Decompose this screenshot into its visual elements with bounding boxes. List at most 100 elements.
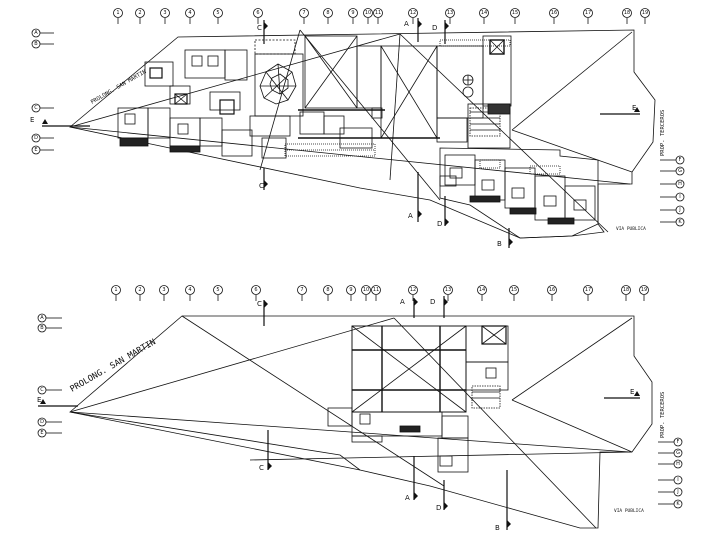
- svg-text:B: B: [497, 240, 502, 248]
- site-boundary-upper: [69, 29, 656, 239]
- svg-text:6: 6: [254, 287, 257, 293]
- svg-text:12: 12: [410, 10, 416, 16]
- svg-text:C: C: [257, 24, 262, 32]
- svg-text:C: C: [259, 464, 264, 472]
- svg-text:19: 19: [641, 287, 647, 293]
- svg-text:6: 6: [256, 10, 259, 16]
- svg-text:2: 2: [138, 287, 141, 293]
- grid-bubbles-top-lower: [111, 285, 649, 301]
- svg-text:K: K: [676, 501, 680, 507]
- svg-text:F: F: [677, 439, 680, 445]
- svg-text:H: H: [676, 461, 680, 467]
- svg-text:8: 8: [326, 287, 329, 293]
- svg-text:17: 17: [585, 287, 591, 293]
- svg-text:18: 18: [623, 287, 629, 293]
- svg-text:A: A: [404, 20, 409, 28]
- svg-text:5: 5: [216, 10, 219, 16]
- svg-text:G: G: [678, 168, 682, 174]
- grid-bubbles-side-upper: [31, 28, 685, 227]
- svg-text:E: E: [40, 430, 43, 436]
- svg-text:A: A: [400, 298, 405, 306]
- svg-text:I: I: [677, 477, 678, 483]
- svg-text:D: D: [430, 298, 435, 306]
- svg-text:15: 15: [512, 10, 518, 16]
- svg-text:A: A: [408, 212, 413, 220]
- svg-text:G: G: [676, 450, 680, 456]
- svg-text:C: C: [40, 387, 44, 393]
- svg-text:7: 7: [302, 10, 305, 16]
- svg-text:1: 1: [116, 10, 119, 16]
- section-labels-lower: C C A A D D B E E: [37, 298, 634, 532]
- svg-text:4: 4: [188, 10, 191, 16]
- svg-text:J: J: [678, 207, 680, 213]
- svg-text:H: H: [678, 181, 682, 187]
- plan-upper: [31, 8, 685, 248]
- svg-text:9: 9: [349, 287, 352, 293]
- row-labels-lower: A B C D E F G H I J K: [40, 315, 680, 507]
- svg-text:14: 14: [481, 10, 487, 16]
- svg-text:11: 11: [373, 287, 379, 293]
- grid-bubbles-top-upper: [113, 8, 650, 24]
- row-labels-upper: A B C D E F G H I J K: [34, 30, 682, 225]
- road-label-lower: VIA PUBLICA: [614, 508, 644, 514]
- svg-text:1: 1: [114, 287, 117, 293]
- central-block-upper: [261, 35, 511, 159]
- svg-text:I: I: [679, 194, 680, 200]
- svg-text:19: 19: [642, 10, 648, 16]
- svg-text:18: 18: [624, 10, 630, 16]
- property-label-lower: PROP. TERCEROS: [660, 392, 666, 438]
- lobby-octagon-upper: [249, 39, 304, 137]
- svg-text:15: 15: [511, 287, 517, 293]
- central-block-lower: [327, 325, 509, 473]
- svg-text:E: E: [630, 388, 634, 396]
- svg-text:A: A: [34, 30, 38, 36]
- svg-text:4: 4: [188, 287, 191, 293]
- svg-text:D: D: [40, 419, 44, 425]
- svg-text:C: C: [259, 182, 264, 190]
- svg-text:J: J: [676, 489, 678, 495]
- road-label-upper: VIA PUBLICA: [616, 226, 646, 232]
- svg-text:C: C: [257, 300, 262, 308]
- svg-text:D: D: [436, 504, 441, 512]
- svg-text:13: 13: [445, 287, 451, 293]
- svg-text:D: D: [432, 24, 437, 32]
- svg-text:7: 7: [300, 287, 303, 293]
- svg-text:B: B: [34, 41, 38, 47]
- svg-text:K: K: [678, 219, 682, 225]
- column-labels-upper: 1 2 3 4 5 6 7 8 9 10 11 12 13 14 15 16 1…: [116, 10, 648, 16]
- section-labels-upper: C C A A D D B E E: [30, 20, 636, 248]
- svg-text:13: 13: [447, 10, 453, 16]
- svg-text:8: 8: [326, 10, 329, 16]
- svg-text:F: F: [679, 157, 682, 163]
- plan-lower: [37, 285, 683, 530]
- svg-text:D: D: [34, 135, 38, 141]
- property-label-upper: PROP. TERCEROS: [660, 110, 666, 156]
- svg-text:16: 16: [549, 287, 555, 293]
- svg-text:E: E: [37, 396, 41, 404]
- svg-text:A: A: [405, 494, 410, 502]
- svg-text:10: 10: [363, 287, 369, 293]
- svg-text:A: A: [40, 315, 44, 321]
- svg-text:E: E: [632, 104, 636, 112]
- column-labels-lower: 1 2 3 4 5 6 7 8 9 10 11 12 13 14 15 16 1…: [114, 287, 647, 293]
- svg-text:17: 17: [585, 10, 591, 16]
- svg-text:D: D: [437, 220, 442, 228]
- svg-text:10: 10: [365, 10, 371, 16]
- svg-text:3: 3: [163, 10, 166, 16]
- svg-text:9: 9: [351, 10, 354, 16]
- svg-text:E: E: [30, 116, 34, 124]
- svg-text:2: 2: [138, 10, 141, 16]
- svg-text:16: 16: [551, 10, 557, 16]
- west-wing-upper: [117, 49, 253, 157]
- svg-text:C: C: [34, 105, 38, 111]
- svg-text:5: 5: [216, 287, 219, 293]
- svg-text:B: B: [40, 325, 44, 331]
- svg-text:B: B: [495, 524, 500, 532]
- svg-text:E: E: [34, 147, 37, 153]
- svg-text:11: 11: [375, 10, 381, 16]
- svg-text:12: 12: [410, 287, 416, 293]
- grid-bubbles-side-lower: [37, 313, 683, 509]
- south-east-wing-upper: [439, 147, 599, 239]
- svg-text:14: 14: [479, 287, 485, 293]
